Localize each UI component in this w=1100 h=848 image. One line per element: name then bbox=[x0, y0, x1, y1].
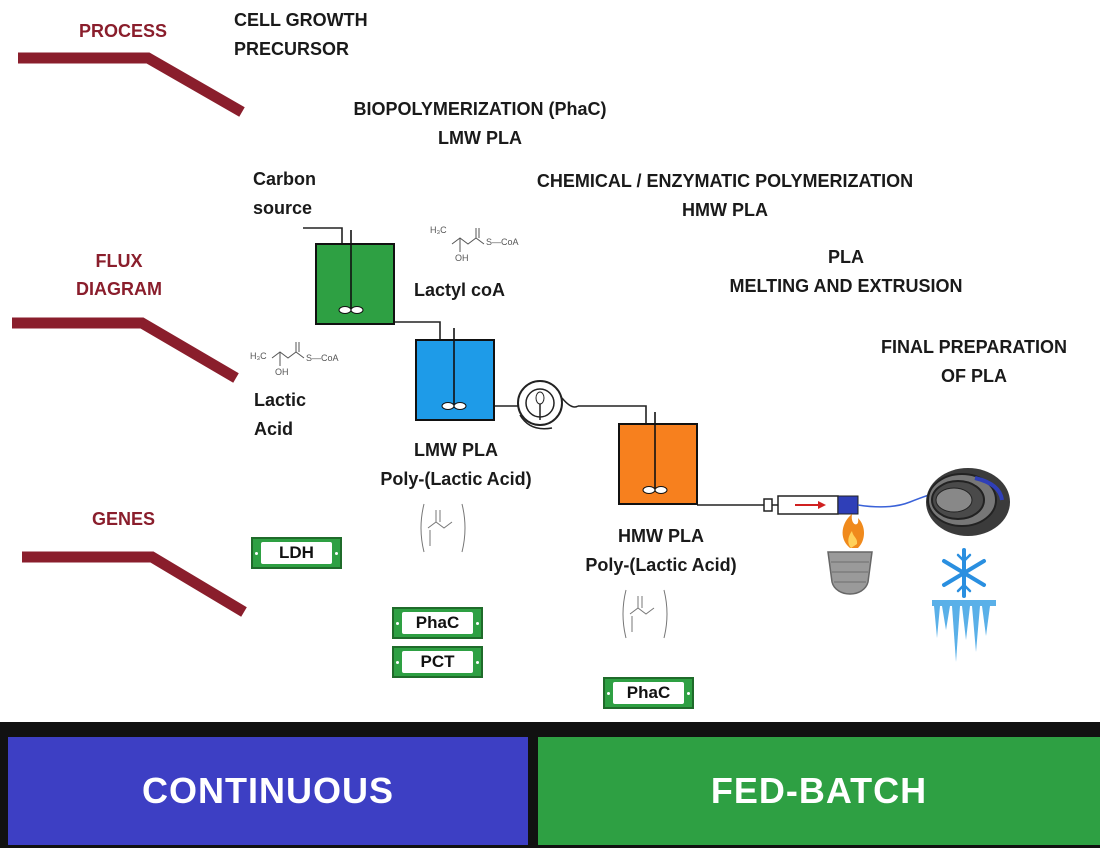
label-hmw-line-1: HMW PLA bbox=[618, 526, 704, 546]
stage-chemical-polymerization: CHEMICAL / ENZYMATIC POLYMERIZATION HMW … bbox=[482, 167, 968, 225]
label-lactic-line-2: Acid bbox=[254, 419, 294, 439]
mode-fed-batch: FED-BATCH bbox=[538, 737, 1100, 845]
label-lmw-line-1: LMW PLA bbox=[414, 440, 498, 460]
mode-continuous: CONTINUOUS bbox=[8, 737, 528, 845]
lactyl-coa-scoa: S—CoA bbox=[486, 237, 519, 247]
stage-cell-growth-line-2: PRECURSOR bbox=[234, 39, 350, 59]
label-lactic-line-1: Lactic bbox=[254, 390, 307, 410]
label-lactic-acid: Lactic Acid bbox=[254, 386, 306, 444]
reactor-biopolymerization bbox=[415, 328, 495, 421]
label-hmw-line-2: Poly-(Lactic Acid) bbox=[585, 555, 737, 575]
stage-melting-line-2: MELTING AND EXTRUSION bbox=[729, 276, 963, 296]
process-track-line bbox=[18, 52, 245, 117]
lactic-acid-oh: OH bbox=[275, 367, 289, 377]
label-lactyl-coa: Lactyl coA bbox=[414, 280, 506, 300]
gene-phac-2: PhaC bbox=[603, 677, 694, 709]
stage-biopolymerization-line-1: BIOPOLYMERIZATION (PhaC) bbox=[353, 99, 607, 119]
label-hmw-pla: HMW PLA Poly-(Lactic Acid) bbox=[558, 522, 764, 580]
gene-phac-2-label: PhaC bbox=[613, 682, 684, 704]
stage-final-line-2: OF PLA bbox=[941, 366, 1007, 386]
gene-pct: PCT bbox=[392, 646, 483, 678]
lactic-acid-h3c: H₃C bbox=[250, 351, 267, 361]
gene-phac-1: PhaC bbox=[392, 607, 483, 639]
label-carbon-source: Carbon source bbox=[253, 165, 316, 223]
reactor-cell-growth bbox=[315, 230, 395, 325]
gene-pct-label: PCT bbox=[402, 651, 473, 673]
hmw-pla-structure bbox=[622, 589, 668, 639]
stage-chemical-line-1: CHEMICAL / ENZYMATIC POLYMERIZATION bbox=[536, 171, 914, 191]
lactic-acid-scoa: S—CoA bbox=[306, 353, 339, 363]
lactyl-coa-structure bbox=[451, 228, 485, 252]
section-flux-line-1: FLUX bbox=[95, 251, 143, 271]
label-carbon-line-1: Carbon bbox=[253, 169, 316, 189]
genes-track-line bbox=[22, 551, 247, 617]
section-process: PROCESS bbox=[79, 21, 168, 41]
ice-icon bbox=[932, 600, 996, 662]
section-flux-line-2: DIAGRAM bbox=[76, 279, 162, 299]
flame-heater-icon bbox=[827, 514, 873, 595]
section-flux-diagram: FLUX DIAGRAM bbox=[76, 247, 162, 303]
stage-biopolymerization: BIOPOLYMERIZATION (PhaC) LMW PLA bbox=[318, 95, 642, 153]
label-lmw-pla: LMW PLA Poly-(Lactic Acid) bbox=[354, 436, 558, 494]
stage-final-line-1: FINAL PREPARATION bbox=[880, 337, 1067, 357]
peristaltic-pump-icon bbox=[517, 380, 579, 430]
stage-melting-extrusion: PLA MELTING AND EXTRUSION bbox=[694, 243, 998, 301]
lactyl-coa-h3c: H₃C bbox=[430, 225, 447, 235]
lactyl-coa-oh: OH bbox=[455, 253, 469, 263]
lactic-acid-structure bbox=[271, 342, 305, 366]
extruder-icon bbox=[763, 491, 941, 515]
label-lmw-line-2: Poly-(Lactic Acid) bbox=[380, 469, 532, 489]
stage-cell-growth-line-1: CELL GROWTH bbox=[234, 10, 368, 30]
snowflake-icon bbox=[942, 548, 986, 598]
stage-melting-line-1: PLA bbox=[828, 247, 864, 267]
section-genes: GENES bbox=[92, 509, 156, 529]
label-carbon-line-2: source bbox=[253, 198, 313, 218]
gene-ldh: LDH bbox=[251, 537, 342, 569]
flux-track-line bbox=[12, 317, 239, 383]
lmw-pla-structure bbox=[420, 503, 466, 553]
stage-cell-growth: CELL GROWTH PRECURSOR bbox=[234, 6, 368, 64]
stage-biopolymerization-line-2: LMW PLA bbox=[438, 128, 522, 148]
stage-final-preparation: FINAL PREPARATION OF PLA bbox=[852, 333, 1096, 391]
reactor-chemical-polymerization bbox=[618, 412, 698, 505]
gene-phac-1-label: PhaC bbox=[402, 612, 473, 634]
gene-ldh-label: LDH bbox=[261, 542, 332, 564]
filament-spool-icon bbox=[926, 468, 1010, 536]
stage-chemical-line-2: HMW PLA bbox=[682, 200, 768, 220]
